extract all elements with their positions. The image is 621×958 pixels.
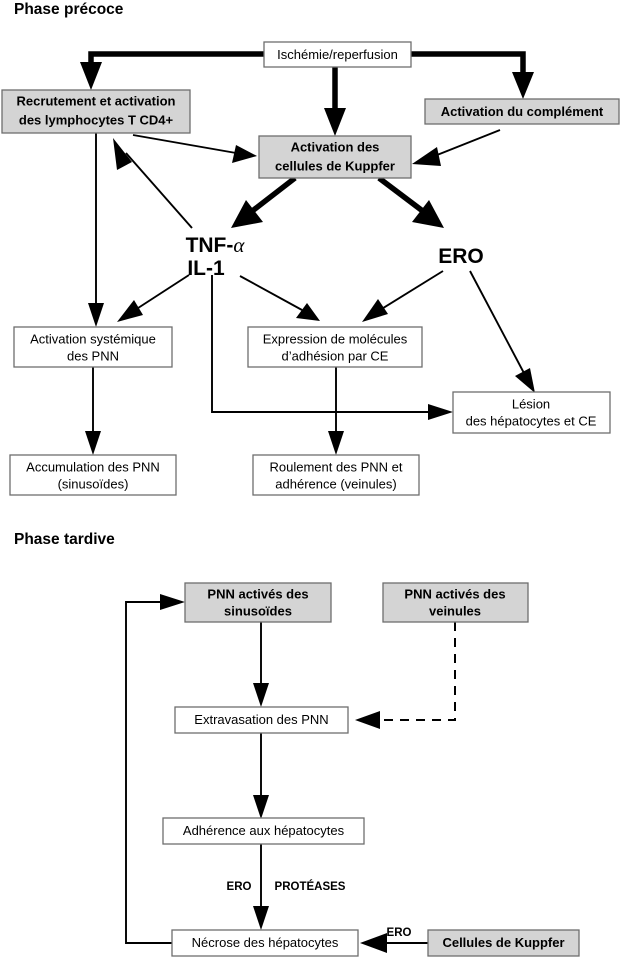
edge-label-proteases: PROTÉASES <box>275 880 346 893</box>
edge-kuppfer-to-ero <box>377 175 444 228</box>
node-kuppfer-label-line2: cellules de Kuppfer <box>275 158 395 173</box>
edge-tnf-to-lesion <box>211 275 453 420</box>
node-extravasation[interactable]: Extravasation des PNN <box>174 706 349 734</box>
edge-lymphocytes-to-kuppfer <box>132 134 257 163</box>
edge-label-ero-kuppfer: ERO <box>387 927 412 939</box>
edge-complement-to-kuppfer <box>412 129 501 166</box>
node-kuppfer[interactable]: Activation des cellules de Kuppfer <box>258 135 412 179</box>
section-title-late: Phase tardive <box>14 531 115 548</box>
node-expression-label-line2: d’adhésion par CE <box>282 348 389 363</box>
node-necrose[interactable]: Nécrose des hépatocytes <box>171 929 359 957</box>
node-accumulation[interactable]: Accumulation des PNN (sinusoïdes) <box>9 454 177 496</box>
node-kuppfer-late[interactable]: Cellules de Kuppfer <box>427 929 580 957</box>
node-pnn-veinules-label-line1: PNN activés des <box>404 586 505 601</box>
node-adherence-label: Adhérence aux hépatocytes <box>183 823 345 838</box>
node-complement-label: Activation du complément <box>441 104 604 119</box>
node-lesion[interactable]: Lésion des hépatocytes et CE <box>452 391 611 434</box>
node-ero: ERO <box>438 245 484 268</box>
node-roulement[interactable]: Roulement des PNN et adhérence (veinules… <box>252 454 420 496</box>
node-pnn-veinules-label-line2: veinules <box>429 603 481 618</box>
node-il1-label: IL-1 <box>187 257 225 280</box>
edge-ischemie-to-kuppfer <box>324 67 346 136</box>
node-tnf-label: TNF- <box>186 234 234 257</box>
edge-label-ero-mid: ERO <box>227 881 252 893</box>
node-accumulation-label-line2: (sinusoïdes) <box>58 476 129 491</box>
node-extravasation-label: Extravasation des PNN <box>194 712 328 727</box>
edge-necrose-to-pnn-sinusoides <box>125 594 185 944</box>
edge-tnf-to-activation-pnn <box>117 274 190 322</box>
svg-text:TNF-α: TNF-α <box>186 233 246 257</box>
edge-kuppfer-late-to-necrose <box>360 933 428 953</box>
node-pnn-veinules[interactable]: PNN activés des veinules <box>382 582 529 623</box>
section-title-early: Phase précoce <box>14 1 124 18</box>
node-roulement-label-line1: Roulement des PNN et <box>270 459 403 474</box>
node-adherence[interactable]: Adhérence aux hépatocytes <box>162 817 365 845</box>
edge-ero-to-expression <box>362 270 444 322</box>
edge-tnf-to-lymphocytes <box>113 138 193 229</box>
edge-pnn-veinules-to-extravasation <box>355 622 456 729</box>
edge-adherence-to-necrose <box>253 843 269 930</box>
edge-ero-to-lesion <box>469 270 535 393</box>
node-necrose-label: Nécrose des hépatocytes <box>192 935 339 950</box>
edge-extravasation-to-adherence <box>253 733 269 819</box>
node-ero-label: ERO <box>438 245 484 268</box>
edge-expression-to-roulement <box>328 367 344 455</box>
node-ischemie-label: Ischémie/reperfusion <box>277 47 398 62</box>
edge-ischemie-to-complement <box>410 51 534 99</box>
node-tnf-il1: TNF-α IL-1 <box>186 233 246 280</box>
node-kuppfer-label-line1: Activation des <box>291 139 380 154</box>
node-kuppfer-late-label: Cellules de Kuppfer <box>442 935 564 950</box>
edge-pnn-sinusoides-to-extravasation <box>253 622 269 707</box>
node-lesion-label-line1: Lésion <box>512 396 550 411</box>
node-lymphocytes[interactable]: Recrutement et activation des lymphocyte… <box>1 89 191 134</box>
node-activation-pnn-label-line1: Activation systémique <box>30 331 156 346</box>
node-expression[interactable]: Expression de molécules d’adhésion par C… <box>247 326 423 368</box>
node-lymphocytes-label-line2: des lymphocytes T CD4+ <box>19 112 174 127</box>
edge-lymphocytes-to-activation-pnn <box>88 133 104 327</box>
node-lesion-label-line2: des hépatocytes et CE <box>466 413 597 428</box>
node-complement[interactable]: Activation du complément <box>424 98 620 125</box>
node-pnn-sinusoides-label-line1: PNN activés des <box>207 586 308 601</box>
edge-tnf-to-expression <box>239 275 320 321</box>
edge-activation-pnn-to-accumulation <box>85 367 101 455</box>
node-activation-pnn-label-line2: des PNN <box>67 348 119 363</box>
node-roulement-label-line2: adhérence (veinules) <box>275 476 396 491</box>
edge-kuppfer-to-tnf <box>231 175 297 228</box>
node-ischemie[interactable]: Ischémie/reperfusion <box>263 41 412 68</box>
edge-ischemie-to-lymphocytes <box>80 51 264 90</box>
node-tnf-alpha-symbol: α <box>233 233 245 257</box>
node-activation-pnn[interactable]: Activation systémique des PNN <box>13 326 173 368</box>
node-accumulation-label-line1: Accumulation des PNN <box>26 459 160 474</box>
node-lymphocytes-label-line1: Recrutement et activation <box>17 93 176 108</box>
node-expression-label-line1: Expression de molécules <box>263 331 408 346</box>
node-pnn-sinusoides-label-line2: sinusoïdes <box>224 603 292 618</box>
node-pnn-sinusoides[interactable]: PNN activés des sinusoïdes <box>184 582 332 623</box>
